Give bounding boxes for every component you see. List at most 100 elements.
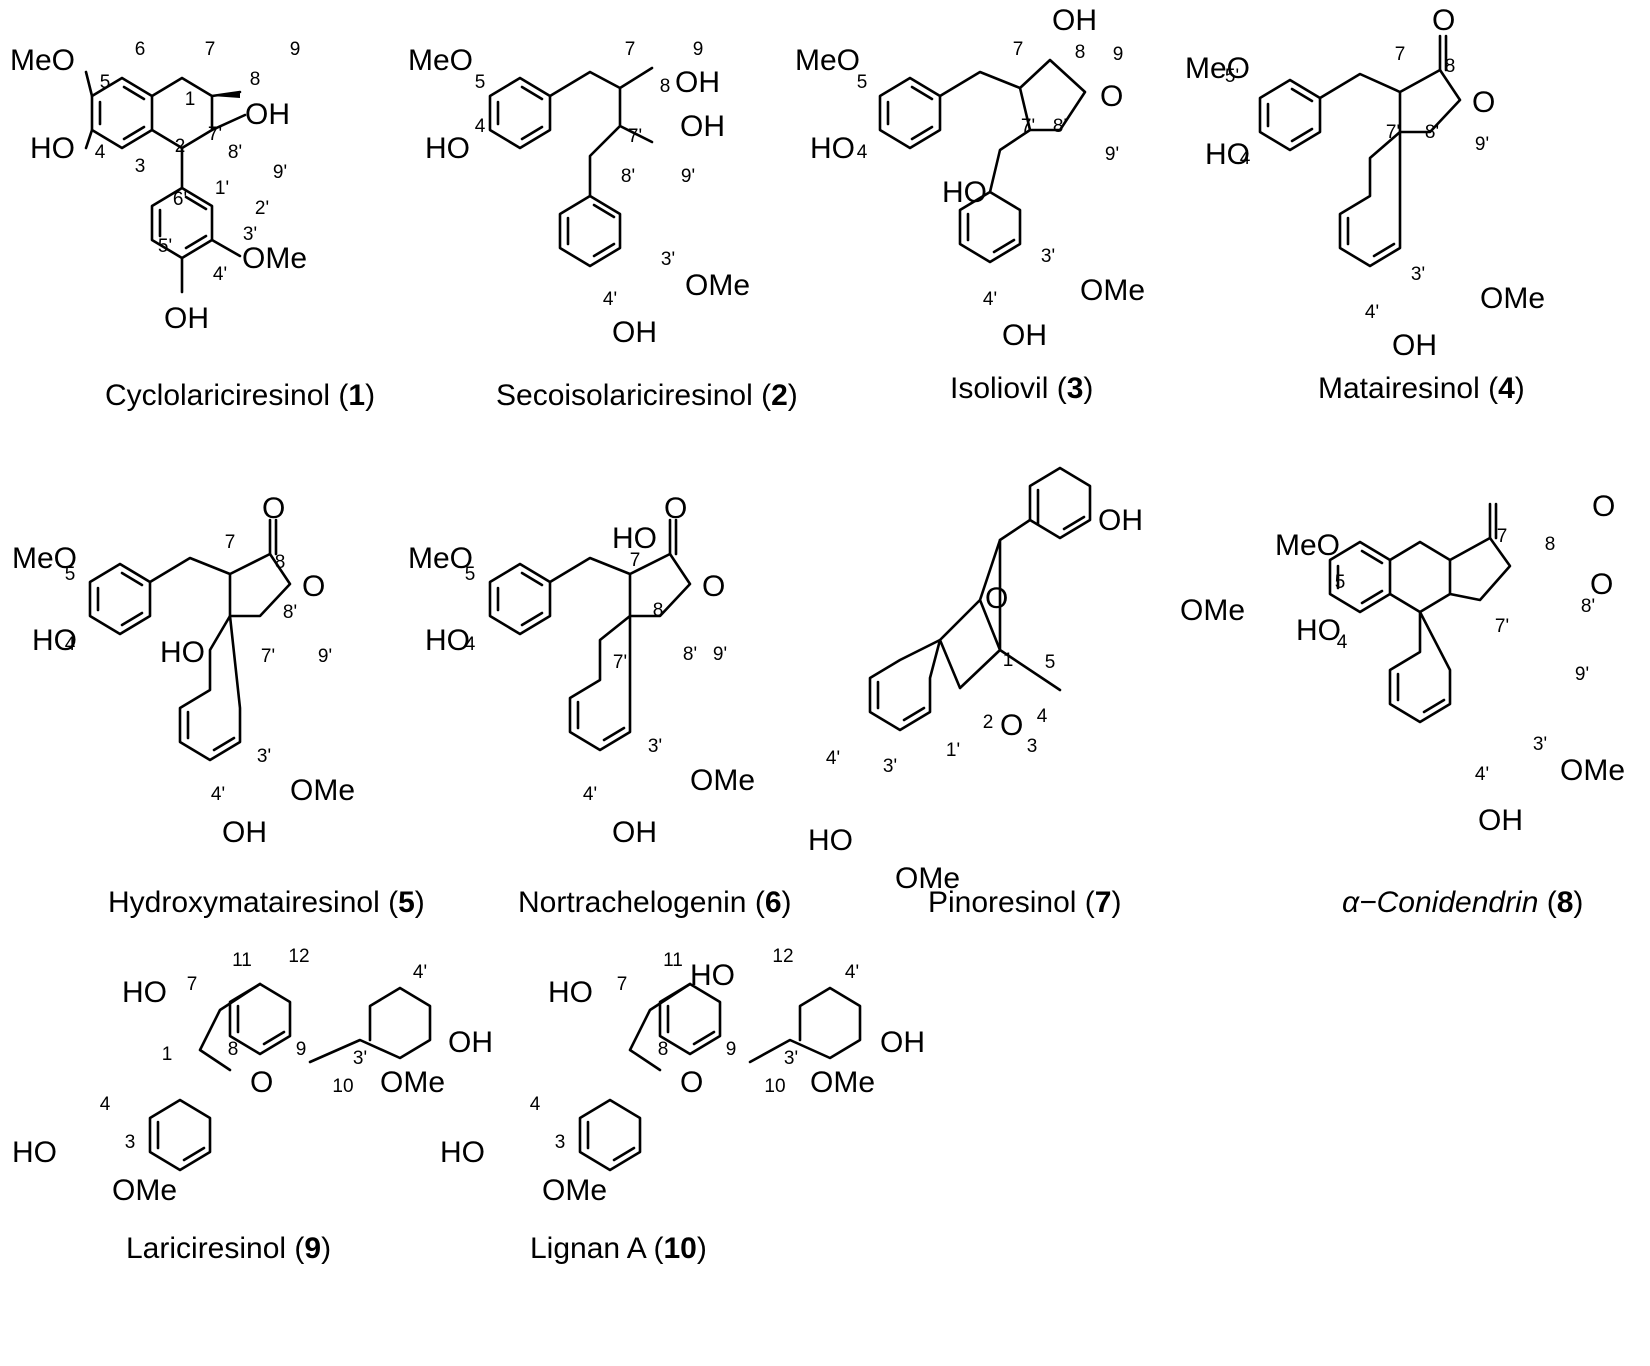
atom-number-c8: 5 (1335, 572, 1346, 593)
atom-number-c3: 4 (857, 142, 868, 163)
atom-number-c1: 4 (95, 142, 106, 163)
ring-oxygen-label: O (250, 1066, 273, 1099)
atom-number-c6: 7' (613, 652, 627, 673)
structure-hydroxymatairesinol: MeO HO O O HO OMe OH Hydroxymatairesinol… (12, 492, 425, 919)
atom-number-c2: 3' (661, 249, 675, 270)
atom-number-c7: 4' (826, 748, 840, 769)
atom-number-c7: 3' (883, 756, 897, 777)
hydroxyl-label: HO (690, 959, 735, 992)
caption-isoliovil: Isoliovil (3) (950, 372, 1093, 405)
hydroxyl-label: HO (30, 132, 75, 165)
hydroxyl-label: HO (1205, 138, 1250, 171)
atom-number-c10: 4' (845, 962, 859, 983)
methoxy-label: OMe (1560, 754, 1625, 787)
atom-number-c2: 7 (625, 39, 636, 60)
hydroxyl-label: HO (160, 636, 205, 669)
ring-oxygen-label: O (985, 582, 1008, 615)
atom-number-c7: 5 (1045, 652, 1056, 673)
methoxy-label: MeO (795, 44, 860, 77)
atom-number-c9: 7 (187, 974, 198, 995)
methoxy-label: OMe (242, 242, 307, 275)
methoxy-label: MeO (1275, 529, 1340, 562)
hydroxyl-label: OH (1098, 504, 1143, 537)
atom-number-c3: 7' (1021, 116, 1035, 137)
atom-number-c10: 9 (726, 1039, 737, 1060)
atom-number-c1: 3 (135, 156, 146, 177)
atom-number-c3: 3' (1041, 246, 1055, 267)
hydroxyl-label: OH (245, 98, 290, 131)
hydroxyl-label: OH (1002, 319, 1047, 352)
carbonyl-oxygen-label: O (1432, 4, 1455, 37)
atom-number-c9: 1 (162, 1044, 173, 1065)
atom-number-c2: 9' (681, 166, 695, 187)
ring-oxygen-label: O (1100, 80, 1123, 113)
atom-number-c6: 5 (465, 564, 476, 585)
atom-number-c2: 4' (603, 289, 617, 310)
atom-number-c8: 8 (1545, 534, 1556, 555)
hydroxyl-label: HO (612, 522, 657, 555)
methoxy-label: OMe (1080, 274, 1145, 307)
atom-number-c7: 2 (983, 712, 994, 733)
atom-number-c10: 10 (764, 1076, 785, 1097)
atom-number-c3: 9' (1105, 144, 1119, 165)
atom-number-c1: 6' (173, 189, 187, 210)
ring-oxygen-label: O (1590, 568, 1613, 601)
atom-number-c2: 7' (628, 126, 642, 147)
structure-cyclolariciresinol: MeO HO OH OMe OH Cyclolariciresinol (1) (10, 44, 375, 412)
hydroxyl-label: HO (32, 624, 77, 657)
atom-number-c4: 4' (1365, 302, 1379, 323)
hydroxyl-label: HO (810, 132, 855, 165)
atom-number-c1: 1 (185, 89, 196, 110)
atom-number-c2: 8 (660, 76, 671, 97)
atom-number-c1: 9 (290, 39, 301, 60)
atom-number-c1: 7 (205, 39, 216, 60)
atom-number-c1: 6 (135, 39, 146, 60)
structure-lariciresinol: HO O OH OMe HO OMe Lariciresinol (9) (12, 976, 493, 1265)
atom-number-c2: 5 (475, 72, 486, 93)
structure-secoisolariciresinol: MeO HO OH OH OMe OH Secoisolariciresinol… (408, 44, 798, 412)
atom-number-c9: 4' (413, 962, 427, 983)
atom-number-c7: 1 (1003, 650, 1014, 671)
atom-number-c9: 11 (232, 950, 252, 971)
atom-number-c1: 1' (215, 178, 229, 199)
caption-lariciresinol: Lariciresinol (9) (126, 1232, 331, 1265)
hydroxyl-label: OH (675, 66, 720, 99)
methoxy-label: OMe (542, 1174, 607, 1207)
structure-pinoresinol: OH OMe O O HO OMe Pinoresinol (7) (808, 466, 1245, 919)
caption-alpha-conidendrin: α−Conidendrin (8) (1342, 886, 1583, 919)
methoxy-label: OMe (1480, 282, 1545, 315)
atom-number-c1: 2' (255, 198, 269, 219)
hydroxyl-label: HO (425, 624, 470, 657)
atom-number-c5: 4 (65, 634, 76, 655)
atom-number-c9: 8 (228, 1039, 239, 1060)
atom-number-c5: 8' (283, 602, 297, 623)
methoxy-label: MeO (10, 44, 75, 77)
methoxy-label: MeO (12, 542, 77, 575)
atom-number-c3: 8' (1053, 116, 1067, 137)
atom-number-c1: 4' (213, 264, 227, 285)
structure-nortrachelogenin: MeO HO HO O O OMe OH Nortrachelogenin (6… (408, 492, 792, 919)
atom-number-c3: 4' (983, 289, 997, 310)
caption-nortrachelogenin: Nortrachelogenin (6) (518, 886, 792, 919)
hydroxyl-label: OH (164, 302, 209, 335)
methoxy-label: MeO (408, 542, 473, 575)
atom-number-c5: 8 (275, 552, 286, 573)
caption-hydroxymatairesinol: Hydroxymatairesinol (5) (108, 886, 425, 919)
atom-number-c3: 9 (1113, 44, 1124, 65)
atom-number-c4: 4 (1240, 148, 1251, 169)
atom-number-c7: 1' (946, 740, 960, 761)
atom-number-c4: 7 (1395, 44, 1406, 65)
atom-number-c4: 3' (1411, 264, 1425, 285)
hydroxyl-label: HO (122, 976, 167, 1009)
atom-number-c1: 8' (228, 142, 242, 163)
structure-alpha-conidendrin: MeO HO O O OMe OH α−Conidendrin (8) (1275, 490, 1625, 919)
structure-isoliovil: MeO HO OH O HO OMe OH Isoliovil (3) (795, 4, 1145, 405)
ring-oxygen-label: O (702, 570, 725, 603)
atom-number-c5: 5 (65, 564, 76, 585)
atom-number-c5: 3' (257, 746, 271, 767)
atom-number-c5: 7 (225, 532, 236, 553)
atom-number-c3: 5 (857, 72, 868, 93)
atom-number-c6: 9' (713, 644, 727, 665)
atom-number-c8: 9' (1575, 664, 1589, 685)
